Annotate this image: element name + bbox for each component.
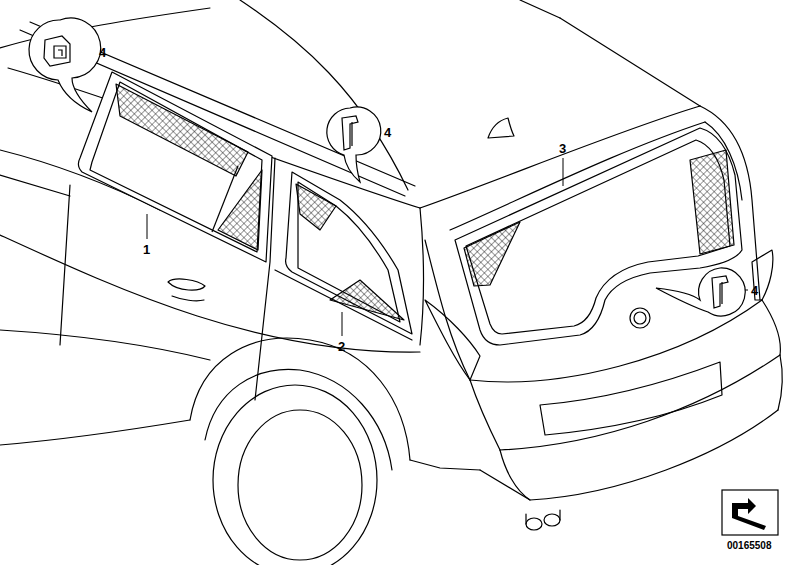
leader-line [342, 312, 343, 336]
callout-number: 4 [751, 284, 758, 297]
callout-number: 4 [99, 46, 106, 59]
callout-bubble [656, 268, 745, 316]
quarter-window [286, 172, 412, 334]
diagram-id: 00165508 [727, 541, 772, 551]
leader-line [563, 158, 564, 186]
callout-bubble [327, 107, 381, 182]
leader-line [147, 214, 148, 239]
callout-bubble [29, 18, 101, 112]
rear-door-window [78, 72, 272, 262]
callout-number: 1 [143, 243, 150, 256]
rear-window [455, 128, 742, 345]
callout-dash [88, 52, 748, 290]
callout-number: 2 [338, 340, 345, 353]
callout-number: 4 [384, 126, 391, 139]
callout-number: 3 [559, 142, 566, 155]
